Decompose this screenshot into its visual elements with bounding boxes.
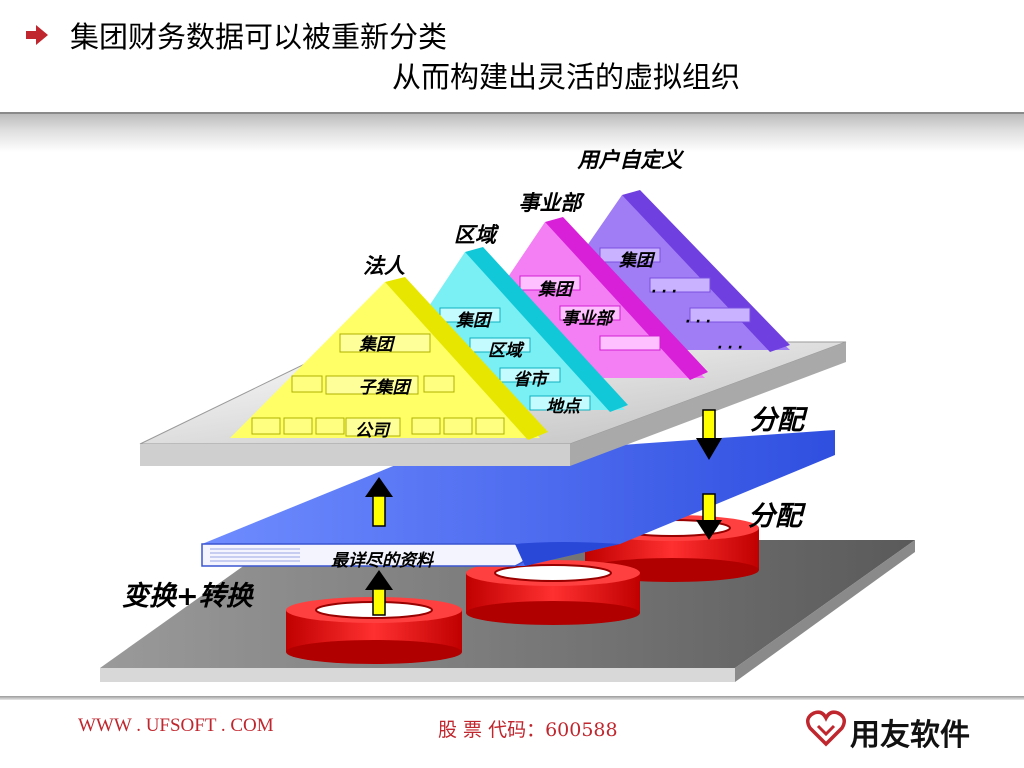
pyramid-label-custom: 用户自定义 [577,148,685,172]
heart-logo-icon [806,710,846,747]
pyramid-legal: 集团 子集团 公司 [230,277,548,441]
allocate-upper-label: 分配 [750,405,809,436]
legal-level-2: 子集团 [359,378,413,398]
region-level-1: 集团 [455,311,493,331]
detail-data-label: 最详尽的资料 [331,551,435,571]
pyramid-label-division: 事业部 [519,191,586,215]
pyramid-label-legal: 法人 [363,254,405,278]
custom-level-1: 集团 [618,251,656,271]
logo-text: 用友软件 [850,718,970,753]
legal-level-1: 集团 [358,335,396,355]
header-band [0,112,1024,152]
footer-stock-code: 股 票 代码：600588 [438,719,618,741]
custom-level-4: · · · [717,340,743,356]
arrow-up-lower-icon [365,570,393,616]
custom-level-3: · · · [685,314,711,330]
data-disc-2 [466,560,640,625]
pyramid-label-region: 区域 [454,223,500,247]
transform-label: 变换+转换 [122,581,255,612]
virtual-organization-diagram: 最详尽的资料 集团 · · · · · · · · · 集团 事业部 集团 [100,148,915,682]
arrow-bullet-icon [26,25,48,45]
arrow-down-upper-icon [696,409,722,460]
title-line-2: 从而构建出灵活的虚拟组织 [392,60,741,94]
allocate-lower-label: 分配 [748,501,807,532]
footer-divider [0,696,1024,700]
title-area: 集团财务数据可以被重新分类 从而构建出灵活的虚拟组织 [0,0,1024,112]
legal-level-3: 公司 [355,421,391,441]
region-level-3: 省市 [513,370,550,390]
title-line-1: 集团财务数据可以被重新分类 [70,20,448,54]
footer-website[interactable]: WWW . UFSOFT . COM [78,715,274,736]
region-level-2: 区域 [488,341,525,361]
division-level-1: 集团 [537,280,575,300]
arrow-down-lower-icon [696,493,722,540]
region-level-4: 地点 [546,397,583,417]
header-divider [0,112,1024,114]
detail-data-sheet: 最详尽的资料 [201,430,835,571]
arrow-up-upper-icon [365,477,393,527]
custom-level-2: · · · [651,284,677,300]
division-level-2: 事业部 [562,309,616,329]
